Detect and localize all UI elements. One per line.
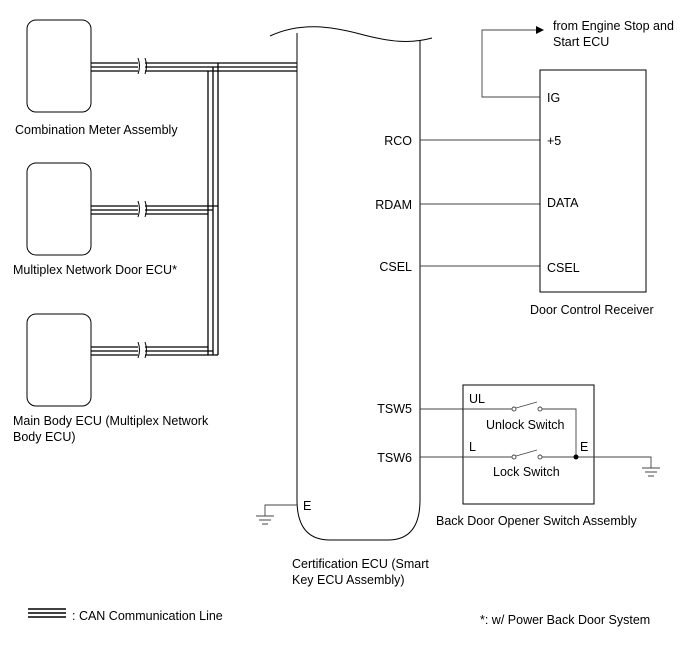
pin-recv-5v: +5 <box>547 134 561 148</box>
legend-can-symbol <box>28 608 66 618</box>
pin-recv-csel: CSEL <box>547 261 580 275</box>
multiplex-door-ecu-box <box>26 162 92 256</box>
lock-switch-label: Lock Switch <box>493 465 560 479</box>
main-body-label-line2: Body ECU) <box>13 430 76 444</box>
switch-ground-symbol <box>594 456 660 477</box>
main-body-ecu-box <box>26 313 92 407</box>
pin-recv-data: DATA <box>547 196 579 210</box>
cert-ecu-label-line1: Certification ECU (Smart <box>292 557 429 571</box>
cert-ecu-label-line2: Key ECU Assembly) <box>292 573 405 587</box>
door-receiver-label: Door Control Receiver <box>530 303 654 317</box>
pin-sw-l: L <box>469 440 476 454</box>
pin-csel: CSEL <box>379 260 412 274</box>
ig-feed-arrow <box>536 26 544 34</box>
unlock-switch-label: Unlock Switch <box>486 418 565 432</box>
combination-meter-label: Combination Meter Assembly <box>15 123 178 137</box>
pin-sw-ul: UL <box>469 392 485 406</box>
can-break-marks <box>137 57 147 359</box>
cert-ground-symbol <box>256 504 297 525</box>
main-body-label-line1: Main Body ECU (Multiplex Network <box>13 414 209 428</box>
door-control-receiver-box <box>539 69 647 293</box>
back-door-switch-label: Back Door Opener Switch Assembly <box>436 514 638 528</box>
certification-ecu-box <box>296 33 421 541</box>
combination-meter-box <box>26 19 92 113</box>
engine-stop-label-line2: Start ECU <box>553 35 609 49</box>
can-bus <box>91 62 297 356</box>
footnote: *: w/ Power Back Door System <box>480 613 650 627</box>
pin-rdam: RDAM <box>375 198 412 212</box>
multiplex-door-label: Multiplex Network Door ECU* <box>13 263 177 277</box>
unlock-switch-symbol <box>463 401 577 457</box>
pin-recv-ig: IG <box>547 91 560 105</box>
pin-tsw5: TSW5 <box>377 402 412 416</box>
back-door-switch-box <box>462 384 595 505</box>
ig-feed-wire <box>481 29 540 98</box>
pin-sw-e: E <box>580 440 588 454</box>
lock-switch-symbol <box>463 449 594 460</box>
pin-rco: RCO <box>384 134 412 148</box>
legend-can-label: : CAN Communication Line <box>72 609 223 623</box>
cert-ecu-break-wave <box>269 26 433 42</box>
switch-junction-dot <box>573 454 579 460</box>
pin-cert-e: E <box>303 499 311 513</box>
engine-stop-label-line1: from Engine Stop and <box>553 19 674 33</box>
pin-tsw6: TSW6 <box>377 451 412 465</box>
